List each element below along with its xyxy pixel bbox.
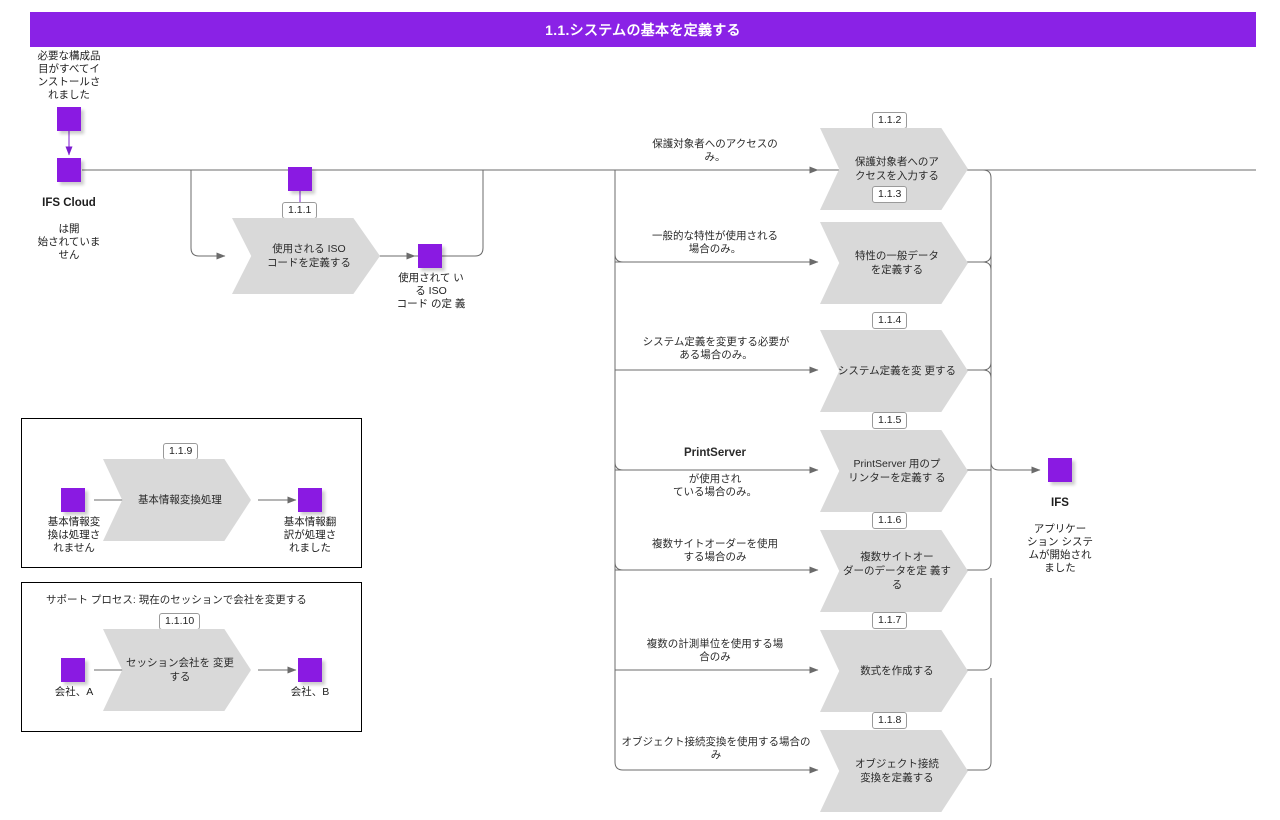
- activity-change-system-definitions[interactable]: システム定義を変 更する: [820, 330, 968, 412]
- activity-chevron: [820, 222, 968, 304]
- badge-1-1-5[interactable]: 1.1.5: [872, 412, 908, 429]
- activity-chevron: [820, 730, 968, 812]
- activity-create-formula[interactable]: 数式を作成する: [820, 630, 968, 712]
- condition-1-1-7: 複数の計測単位を使用する場 合のみ: [646, 638, 784, 663]
- activity-chevron: [103, 629, 251, 711]
- condition-1-1-3: 一般的な特性が使用される 場合のみ。: [652, 230, 778, 255]
- node-basic-data-translated-label: 基本情報翻 訳が処理さ れました: [283, 516, 337, 554]
- activity-define-object-connection-conversion[interactable]: オブジェクト接続 変換を定義する: [820, 730, 968, 812]
- condition-1-1-4: システム定義を変更する必要が ある場合のみ。: [642, 336, 790, 361]
- activity-change-session-company-label: セッション会社を 変更する: [125, 657, 234, 683]
- node-ifs-cloud-not-started-label: IFS Cloud は開 始されていま せん: [19, 184, 119, 262]
- node-ifs-application-started-label: IFS アプリケー ション システ ムが開始され ました: [1008, 484, 1112, 575]
- condition-1-1-2: 保護対象者へのアクセスの み。: [652, 138, 778, 163]
- badge-1-1-6[interactable]: 1.1.6: [872, 512, 908, 529]
- node-ifs-application-started[interactable]: [1048, 458, 1072, 482]
- condition-1-1-8: オブジェクト接続変換を使用する場合の み: [621, 736, 811, 761]
- node-basic-data-not-translated-label: 基本情報変 換は処理さ れません: [47, 516, 101, 554]
- page-title: 1.1.システムの基本を定義する: [545, 21, 741, 38]
- subprocess-frame-1-1-10: [21, 582, 362, 732]
- activity-create-formula-label: 数式を作成する: [860, 665, 934, 677]
- activity-change-system-definitions-label: システム定義を変 更する: [837, 365, 956, 377]
- badge-1-1-7[interactable]: 1.1.7: [872, 612, 908, 629]
- node-ifs-cloud-title: IFS Cloud: [42, 197, 96, 209]
- node-iso-trigger[interactable]: [288, 167, 312, 191]
- subprocess-frame-1-1-9: [21, 418, 362, 568]
- activity-define-multi-site-label: 複数サイトオー ダーのデータを定 義する: [842, 551, 951, 591]
- badge-1-1-4[interactable]: 1.1.4: [872, 312, 908, 329]
- badge-1-1-10[interactable]: 1.1.10: [159, 613, 201, 630]
- activity-define-printers-for-printserver[interactable]: PrintServer 用のプ リンターを定義す る: [820, 430, 968, 512]
- badge-1-1-1[interactable]: 1.1.1: [282, 202, 318, 219]
- node-prerequisite[interactable]: [57, 107, 81, 131]
- activity-change-session-company[interactable]: セッション会社を 変更する: [103, 629, 251, 711]
- activity-define-printers-label: PrintServer 用のプ リンターを定義す る: [848, 458, 946, 484]
- node-ifs-cloud-not-started[interactable]: [57, 158, 81, 182]
- activity-define-iso-codes[interactable]: 使用される ISO コードを定義する: [232, 218, 380, 294]
- activity-define-multi-site-order-data[interactable]: 複数サイトオー ダーのデータを定 義する: [820, 530, 968, 612]
- node-iso-codes-defined-label: 使用されて い る ISO コード の定 義: [396, 272, 466, 310]
- node-ifs-app-title: IFS: [1051, 497, 1069, 509]
- node-ifs-app-sub: アプリケー ション システ ムが開始され ました: [1027, 523, 1093, 574]
- activity-chevron: [820, 430, 968, 512]
- activity-basic-data-translation-label: 基本情報変換処理: [137, 494, 222, 506]
- activity-chevron: [232, 218, 380, 294]
- node-ifs-cloud-sub: は開 始されていま せん: [37, 223, 101, 261]
- node-iso-codes-defined[interactable]: [418, 244, 442, 268]
- node-basic-data-translated[interactable]: [298, 488, 322, 512]
- activity-define-iso-codes-label: 使用される ISO コードを定義する: [266, 243, 351, 269]
- node-company-b[interactable]: [298, 658, 322, 682]
- node-company-a[interactable]: [61, 658, 85, 682]
- activity-define-object-connection-label: オブジェクト接続 変換を定義する: [854, 758, 939, 784]
- activity-chevron: [820, 630, 968, 712]
- badge-1-1-9[interactable]: 1.1.9: [163, 443, 199, 460]
- condition-1-1-5-text: が使用され ている場合のみ。: [673, 473, 757, 498]
- activity-enter-access-label: 保護対象者へのア クセスを入力する: [854, 156, 939, 182]
- activity-define-general-characteristic-data[interactable]: 特性の一般データ を定義する: [820, 222, 968, 304]
- activity-chevron: [820, 330, 968, 412]
- node-company-a-label: 会社、A: [54, 686, 94, 698]
- diagram-title-bar: 1.1.システムの基本を定義する: [30, 12, 1256, 47]
- activity-define-characteristic-label: 特性の一般データ を定義する: [854, 250, 939, 276]
- node-basic-data-not-translated[interactable]: [61, 488, 85, 512]
- activity-chevron: [820, 530, 968, 612]
- badge-1-1-3[interactable]: 1.1.3: [872, 186, 908, 203]
- activity-chevron: [103, 459, 251, 541]
- condition-1-1-5: PrintServer が使用され ている場合のみ。: [620, 434, 810, 499]
- subprocess-title-1-1-10: サポート プロセス: 現在のセッションで会社を変更する: [46, 594, 307, 606]
- badge-1-1-8[interactable]: 1.1.8: [872, 712, 908, 729]
- node-company-b-label: 会社、B: [290, 686, 330, 698]
- badge-1-1-2[interactable]: 1.1.2: [872, 112, 908, 129]
- node-prerequisite-label: 必要な構成品 目がすべてイ ンストールさ れました: [37, 50, 101, 101]
- condition-1-1-5-bold: PrintServer: [683, 447, 746, 459]
- condition-1-1-6: 複数サイトオーダーを使用 する場合のみ: [652, 538, 778, 563]
- activity-basic-data-translation[interactable]: 基本情報変換処理: [103, 459, 251, 541]
